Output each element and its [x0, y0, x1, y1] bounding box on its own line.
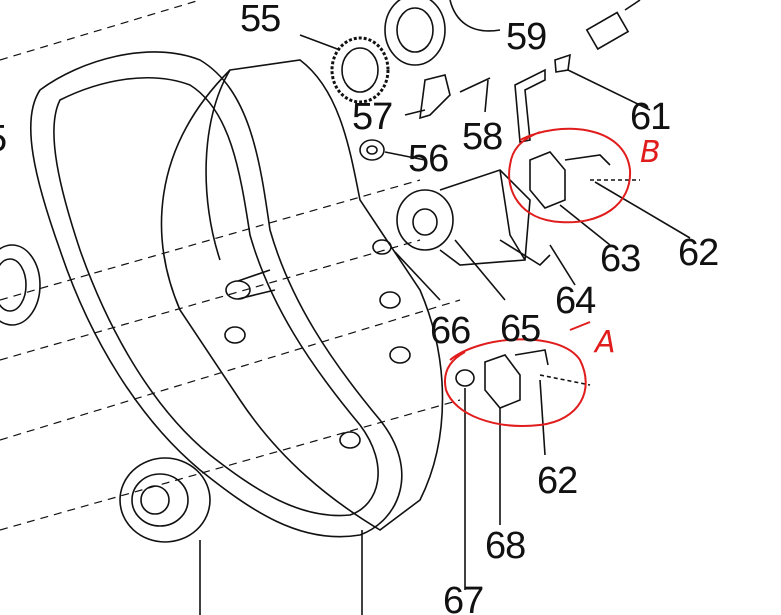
part-label-58: 58 — [462, 116, 503, 158]
part-label-61: 61 — [630, 96, 671, 138]
part-label-62-upper: 62 — [678, 232, 719, 274]
gear-55 — [299, 34, 390, 104]
part-label-66: 66 — [430, 310, 471, 352]
part-label-65: 65 — [500, 308, 541, 350]
part-label-59: 59 — [506, 16, 547, 58]
transfer-case-housing — [160, 59, 444, 531]
part-label-55: 55 — [240, 0, 281, 40]
bearing-bottom — [119, 457, 211, 615]
gasket — [30, 51, 403, 538]
part-label-57: 57 — [352, 96, 393, 138]
part-label-67: 67 — [443, 580, 484, 615]
part-label-63: 63 — [600, 238, 641, 280]
annotation-b: B — [640, 135, 661, 170]
part-label-68: 68 — [485, 525, 526, 567]
part-label-56: 56 — [408, 138, 449, 180]
annotation-circle-a — [444, 338, 587, 427]
annotation-a: A — [595, 325, 616, 360]
part-label-62-lower: 62 — [537, 460, 578, 502]
part-label-64: 64 — [555, 280, 596, 322]
center-lines — [0, 0, 461, 531]
part-label-partial: 5 — [0, 120, 7, 158]
annotation-circles — [444, 127, 632, 427]
pump-65 — [396, 169, 551, 301]
bearing-left — [0, 244, 41, 326]
annotation-circle-b — [508, 127, 632, 224]
